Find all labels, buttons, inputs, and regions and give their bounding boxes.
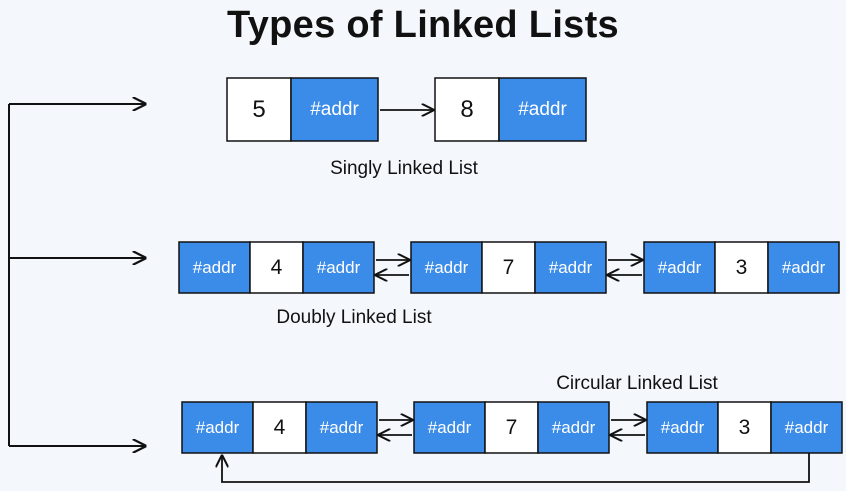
doubly-label: Doubly Linked List (276, 307, 432, 328)
circular-node-2-value-box (484, 401, 539, 454)
doubly-node-2-next: #addr (549, 258, 593, 277)
singly-node-1-value-box (226, 77, 292, 142)
circular-node-1-prev: #addr (196, 418, 240, 437)
doubly-node-2-value: 7 (503, 256, 515, 279)
circular-node-1-value-box (252, 401, 307, 454)
circular-node-2-prev: #addr (428, 418, 472, 437)
singly-node-1-pointer: #addr (310, 99, 359, 120)
doubly-node-1-next-box (302, 241, 375, 294)
circular-node-1-next-box (305, 401, 378, 454)
circular-node-2-next: #addr (552, 418, 596, 437)
singly-label: Singly Linked List (330, 158, 479, 179)
doubly-node-3-prev: #addr (658, 258, 702, 277)
doubly-node-2-prev-box (410, 241, 483, 294)
doubly-node-2-next-box (534, 241, 607, 294)
circular-node-1-prev-box (181, 401, 254, 454)
circular-node-2-prev-box (413, 401, 486, 454)
circular-node-1-value: 4 (274, 416, 286, 439)
doubly-node-1-value: 4 (271, 256, 283, 279)
doubly-node-2-value-box (481, 241, 536, 294)
circular-label: Circular Linked List (556, 373, 718, 394)
singly-node-2-value: 8 (460, 96, 473, 123)
circular-node-3-value: 3 (739, 416, 751, 439)
circular-node-3-prev-box (646, 401, 719, 454)
doubly-node-1-next: #addr (317, 258, 361, 277)
doubly-node-3-next: #addr (782, 258, 826, 277)
circular-node-3-value-box (717, 401, 772, 454)
circular-wrap-arrow (222, 453, 810, 483)
doubly-node-3-prev-box (643, 241, 716, 294)
doubly-node-2-prev: #addr (425, 258, 469, 277)
singly-node-1-value: 5 (252, 96, 265, 123)
doubly-node-3-value-box (714, 241, 769, 294)
circular-node-1-next: #addr (320, 418, 364, 437)
singly-node-1-pointer-box (290, 77, 379, 142)
doubly-node-3-next-box (767, 241, 840, 294)
circular-node-3-next-box (770, 401, 843, 454)
doubly-node-1-prev: #addr (193, 258, 237, 277)
singly-node-2-value-box (434, 77, 500, 142)
circular-node-2-next-box (537, 401, 610, 454)
doubly-node-3-value: 3 (736, 256, 748, 279)
doubly-linked-list: #addr 4 #addr #addr 7 #addr #addr 3 #addr (178, 241, 840, 294)
circular-node-3-next: #addr (785, 418, 829, 437)
circular-linked-list: #addr 4 #addr #addr 7 #addr #addr 3 #addr (181, 401, 843, 483)
singly-node-2-pointer-box (498, 77, 587, 142)
doubly-node-1-value-box (249, 241, 304, 294)
diagram-title: Types of Linked Lists (227, 4, 619, 46)
circular-node-3-prev: #addr (661, 418, 705, 437)
singly-linked-list: 5 #addr 8 #addr (226, 77, 587, 142)
bracket-connector (8, 104, 145, 446)
circular-node-2-value: 7 (506, 416, 518, 439)
singly-node-2-pointer: #addr (518, 99, 567, 120)
